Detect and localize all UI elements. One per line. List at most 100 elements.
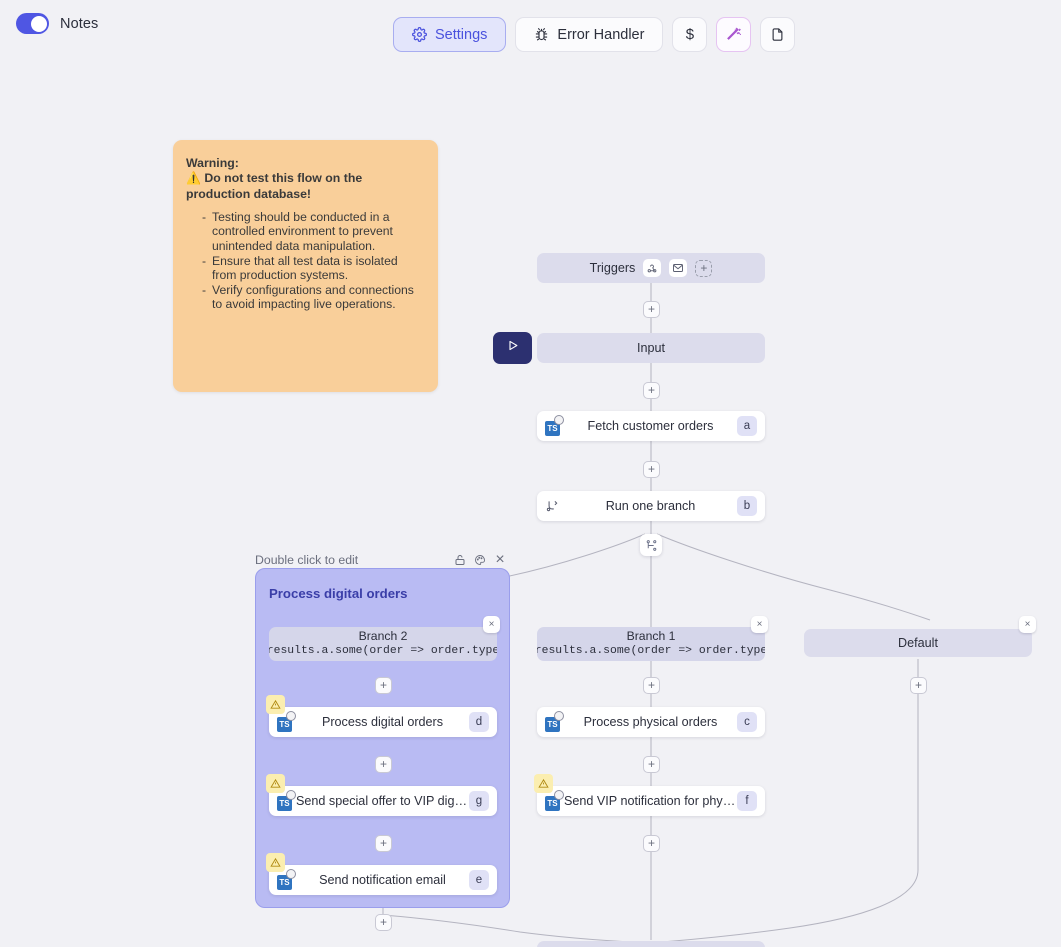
node-label: Send VIP notification for physical... [564,794,737,808]
branch-split-icon[interactable] [640,534,662,556]
node-badge: e [469,870,489,890]
cost-button[interactable]: $ [672,17,708,52]
node-label: Fetch customer orders [587,419,714,433]
email-icon[interactable] [669,259,688,277]
triggers-label: Triggers [589,261,636,275]
add-node-button[interactable]: + [643,835,660,852]
node-send-notification-email[interactable]: TS Send notification email e [269,865,497,895]
toggle-knob [30,15,47,32]
list-item: Ensure that all test data is isolated fr… [202,254,424,283]
branch2-label: Branch 2 [358,629,408,643]
file-icon [770,27,785,42]
warning-icon[interactable] [266,853,285,872]
branch2-condition-code: results.a.some(order => order.type [269,645,497,657]
toolbar: Notes Settings Err [0,0,1061,62]
palette-icon[interactable] [470,554,490,566]
warning-icon[interactable] [266,774,285,793]
notes-toggle-label: Notes [60,15,99,32]
node-label: Send special offer to VIP digital c... [296,794,469,808]
typescript-icon: TS [545,711,564,732]
webhook-icon[interactable] [643,259,662,277]
typescript-icon: TS [277,790,296,811]
node-badge: c [737,712,757,732]
node-label: Process digital orders [321,715,444,729]
note-title-line2: Do not test this flow on the production … [186,171,363,201]
toolbar-buttons: Settings Error Handler $ [393,17,796,52]
notes-toggle[interactable]: Notes [16,13,98,34]
node-label: Process physical orders [583,715,718,729]
node-run-one-branch[interactable]: Run one branch b [537,491,765,521]
typescript-icon: TS [277,711,296,732]
list-item: Testing should be conducted in a control… [202,210,424,254]
branch1-label: Branch 1 [626,629,676,643]
node-process-digital-orders[interactable]: TS Process digital orders d [269,707,497,737]
branch1-condition[interactable]: Branch 1 results.a.some(order => order.t… [537,627,765,661]
branch2-condition[interactable]: Branch 2 results.a.some(order => order.t… [269,627,497,661]
add-node-button[interactable]: + [375,677,392,694]
settings-button[interactable]: Settings [393,17,507,52]
note-title: Warning: ⚠️ Do not test this flow on the… [186,156,424,202]
node-process-physical-orders[interactable]: TS Process physical orders c [537,707,765,737]
triggers-node[interactable]: Triggers + [537,253,765,283]
magic-wand-icon [726,27,742,43]
bottom-merge-node[interactable] [537,941,765,947]
input-node[interactable]: Input [537,333,765,363]
node-send-special-offer-vip-digital[interactable]: TS Send special offer to VIP digital c..… [269,786,497,816]
add-node-button[interactable]: + [643,677,660,694]
node-badge: d [469,712,489,732]
add-node-button[interactable]: + [375,835,392,852]
bug-icon [534,27,549,42]
branch1-condition-code: results.a.some(order => order.type [537,645,765,657]
group-header: Double click to edit × [255,551,510,569]
lock-icon[interactable] [450,554,470,566]
node-label: Send notification email [319,873,446,887]
remove-branch1-button[interactable]: × [751,616,768,633]
magic-button[interactable] [716,17,752,52]
remove-branch2-button[interactable]: × [483,616,500,633]
close-icon[interactable]: × [495,551,505,568]
node-badge: f [737,791,757,811]
dollar-icon: $ [685,26,695,43]
error-handler-button[interactable]: Error Handler [515,17,664,52]
warning-icon[interactable] [266,695,285,714]
node-fetch-customer-orders[interactable]: TS Fetch customer orders a [537,411,765,441]
group-container-process-digital-orders[interactable] [255,568,510,908]
add-node-button[interactable]: + [643,301,660,318]
group-edit-hint: Double click to edit [255,553,359,567]
add-node-button[interactable]: + [910,677,927,694]
node-badge: b [737,496,757,516]
default-branch-label: Default [898,636,938,650]
add-node-button[interactable]: + [643,382,660,399]
run-workflow-button[interactable] [493,332,532,364]
warning-emoji-icon: ⚠️ [186,171,201,186]
add-trigger-button[interactable]: + [695,259,713,277]
remove-default-branch-button[interactable]: × [1019,616,1036,633]
docs-button[interactable] [760,17,796,52]
notes-toggle-switch[interactable] [16,13,49,34]
group-title: Process digital orders [269,586,408,601]
settings-button-label: Settings [435,26,488,43]
play-icon [505,338,520,358]
add-node-button[interactable]: + [375,756,392,773]
typescript-icon: TS [545,790,564,811]
node-label: Run one branch [605,499,696,513]
warning-note[interactable]: Warning: ⚠️ Do not test this flow on the… [173,140,438,392]
warning-icon[interactable] [534,774,553,793]
input-node-label: Input [636,341,665,355]
note-bullet-list: Testing should be conducted in a control… [186,210,424,312]
add-node-button[interactable]: + [643,461,660,478]
add-node-button[interactable]: + [375,914,392,931]
typescript-icon: TS [277,869,296,890]
gear-icon [412,27,427,42]
branch-icon [545,499,564,513]
note-title-line1: Warning: [186,156,239,170]
typescript-icon: TS [545,415,564,436]
node-badge: g [469,791,489,811]
default-branch-node[interactable]: Default [804,629,1032,657]
node-badge: a [737,416,757,436]
node-send-vip-notification-physical[interactable]: TS Send VIP notification for physical...… [537,786,765,816]
add-node-button[interactable]: + [643,756,660,773]
error-handler-button-label: Error Handler [557,26,645,43]
